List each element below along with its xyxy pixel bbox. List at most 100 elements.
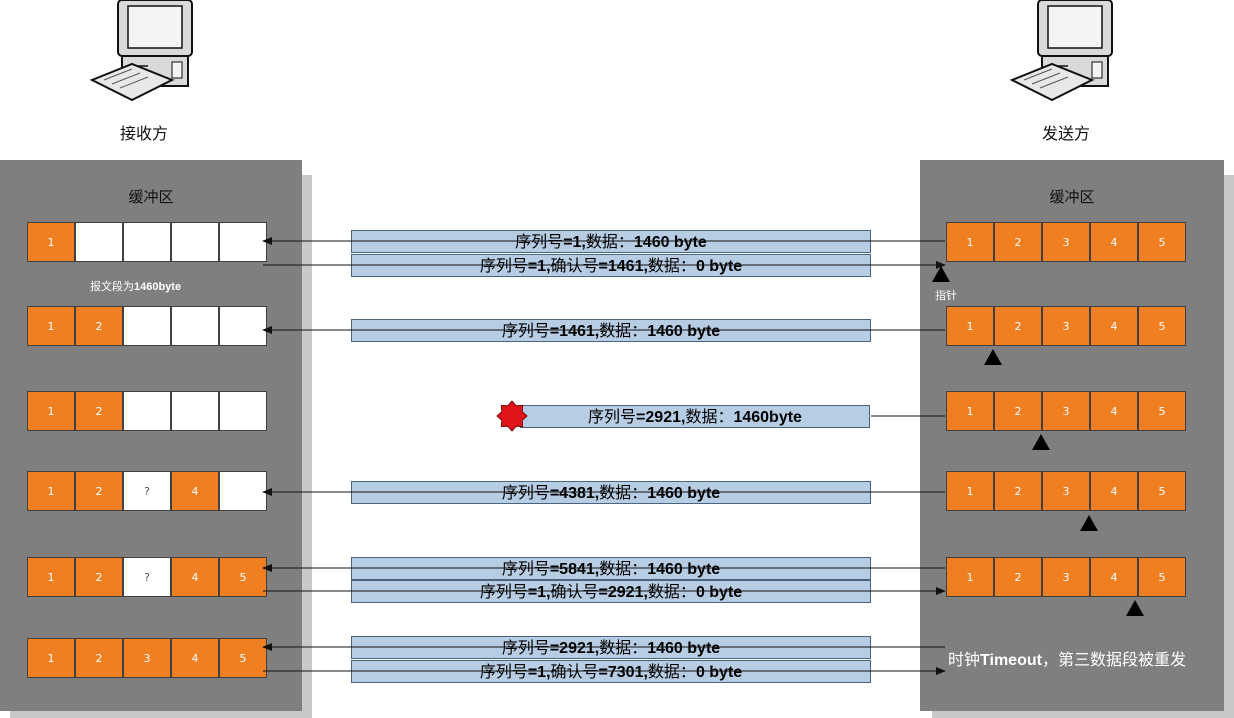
message-text-b2: 1460 byte <box>633 234 707 251</box>
receiver-buffer-cell <box>123 222 171 262</box>
sender-buffer-cell: 4 <box>1090 222 1138 262</box>
send-pointer-triangle-icon <box>1126 600 1144 616</box>
send-pointer-triangle-icon <box>1080 515 1098 531</box>
receiver-buffer-cell: 4 <box>171 557 219 597</box>
send-pointer-triangle-icon <box>1032 434 1050 450</box>
receiver-buffer-cell: 4 <box>171 638 219 678</box>
receiver-buffer-cell: 2 <box>75 638 123 678</box>
message-text-b1: =1, <box>527 258 551 275</box>
sender-buffer-cell: 4 <box>1090 557 1138 597</box>
receiver-label: 接收方 <box>120 124 169 143</box>
timeout-note: 时钟Timeout，第三数据段被重发 <box>948 646 1186 670</box>
sender-buffer-cell: 2 <box>994 557 1042 597</box>
receiver-buffer-cell: 1 <box>27 471 75 511</box>
segment-size-note: 报文段为1460byte <box>90 278 181 294</box>
message-text-b1: =4381, <box>549 485 600 502</box>
receiver-buffer-cell: 1 <box>27 557 75 597</box>
lost-segment-message: 序列号=2921,数据：1460byte <box>520 405 870 428</box>
message-text-b1: =1461, <box>549 323 600 340</box>
receiver-buffer-cell <box>171 306 219 346</box>
sender-buffer-cell: 5 <box>1138 222 1186 262</box>
receiver-buffer-cell <box>219 471 267 511</box>
receiver-buffer-cell: 1 <box>27 391 75 431</box>
lost-packet-burst-icon <box>496 400 528 432</box>
timeout-bold: Timeout <box>980 652 1042 669</box>
receiver-buffer-cell: 1 <box>27 306 75 346</box>
message-text-b3: 0 byte <box>695 664 743 681</box>
send-pointer-triangle-icon <box>984 349 1002 365</box>
segment-note-prefix: 报文段为 <box>90 280 134 293</box>
message-text-b2: =7301, <box>598 664 648 681</box>
receiver-buffer-cell: 2 <box>75 306 123 346</box>
segment-note-value: 1460byte <box>134 281 182 293</box>
receiver-buffer-cell <box>123 391 171 431</box>
receiver-buffer-cell: 2 <box>75 391 123 431</box>
receiver-buffer-cell <box>75 222 123 262</box>
receiver-computer-icon <box>89 0 193 102</box>
sender-buffer-title: 缓冲区 <box>1049 188 1095 206</box>
receiver-buffer-cell: 5 <box>219 557 267 597</box>
sender-buffer-cell: 3 <box>1042 471 1090 511</box>
sender-buffer-cell: 3 <box>1042 222 1090 262</box>
receiver-buffer-cell <box>219 391 267 431</box>
message-text-b1: =1, <box>563 234 586 251</box>
receiver-buffer-cell <box>171 222 219 262</box>
send-pointer-triangle-icon <box>932 266 950 282</box>
receiver-buffer-cell: 4 <box>171 471 219 511</box>
message-text-mid: 数据： <box>685 407 734 426</box>
sender-buffer-cell: 1 <box>946 306 994 346</box>
timeout-suffix: ，第三数据段被重发 <box>1041 650 1186 669</box>
message-text-b2: 1460 byte <box>647 485 721 502</box>
sender-buffer-cell: 4 <box>1090 471 1138 511</box>
sender-buffer-cell: 2 <box>994 391 1042 431</box>
sender-buffer-cell: 5 <box>1138 471 1186 511</box>
sender-buffer-cell: 2 <box>994 306 1042 346</box>
sender-computer-icon <box>1009 0 1113 102</box>
sender-buffer-cell: 4 <box>1090 306 1138 346</box>
message-text-b2: 1460 byte <box>647 640 721 657</box>
message-text-b2: =2921, <box>598 584 648 601</box>
message-text-b2: =1461, <box>598 258 648 275</box>
receiver-buffer-cell: 2 <box>75 557 123 597</box>
sender-buffer-cell: 4 <box>1090 391 1138 431</box>
receiver-buffer-title: 缓冲区 <box>128 188 174 206</box>
message-text-b3: 0 byte <box>695 258 743 275</box>
receiver-buffer-cell <box>219 306 267 346</box>
receiver-buffer-cell: 5 <box>219 638 267 678</box>
message-text-b1: =1, <box>527 584 551 601</box>
sender-buffer-cell: 1 <box>946 222 994 262</box>
timeout-prefix: 时钟 <box>948 650 981 669</box>
sender-buffer-cell: 1 <box>946 391 994 431</box>
message-text-b3: 0 byte <box>695 584 743 601</box>
receiver-buffer-cell: 3 <box>123 638 171 678</box>
message-text-b2: 1460byte <box>733 409 802 426</box>
receiver-buffer-cell: 1 <box>27 222 75 262</box>
receiver-buffer-cell: 1 <box>27 638 75 678</box>
message-text-b1: =1, <box>527 664 551 681</box>
message-text-b1: =5841, <box>549 561 600 578</box>
receiver-buffer-cell <box>171 391 219 431</box>
sender-buffer-cell: 5 <box>1138 306 1186 346</box>
pointer-label: 指针 <box>935 289 957 302</box>
sender-buffer-cell: 2 <box>994 471 1042 511</box>
sender-buffer-cell: 1 <box>946 557 994 597</box>
sender-buffer-cell: 3 <box>1042 306 1090 346</box>
receiver-buffer-cell <box>123 306 171 346</box>
receiver-buffer-cell: 2 <box>75 471 123 511</box>
message-text-b2: 1460 byte <box>647 323 721 340</box>
sender-buffer-cell: 2 <box>994 222 1042 262</box>
receiver-buffer-cell: ? <box>123 557 171 597</box>
message-text-b1: =2921, <box>636 409 686 426</box>
sender-buffer-cell: 3 <box>1042 557 1090 597</box>
message-text-pre: 序列号 <box>588 407 637 426</box>
receiver-buffer-cell <box>219 222 267 262</box>
sender-buffer-cell: 3 <box>1042 391 1090 431</box>
message-text-b1: =2921, <box>549 640 600 657</box>
sender-buffer-cell: 5 <box>1138 391 1186 431</box>
message-text-b2: 1460 byte <box>647 561 721 578</box>
sender-buffer-cell: 1 <box>946 471 994 511</box>
sender-label: 发送方 <box>1042 124 1091 143</box>
receiver-buffer-cell: ? <box>123 471 171 511</box>
